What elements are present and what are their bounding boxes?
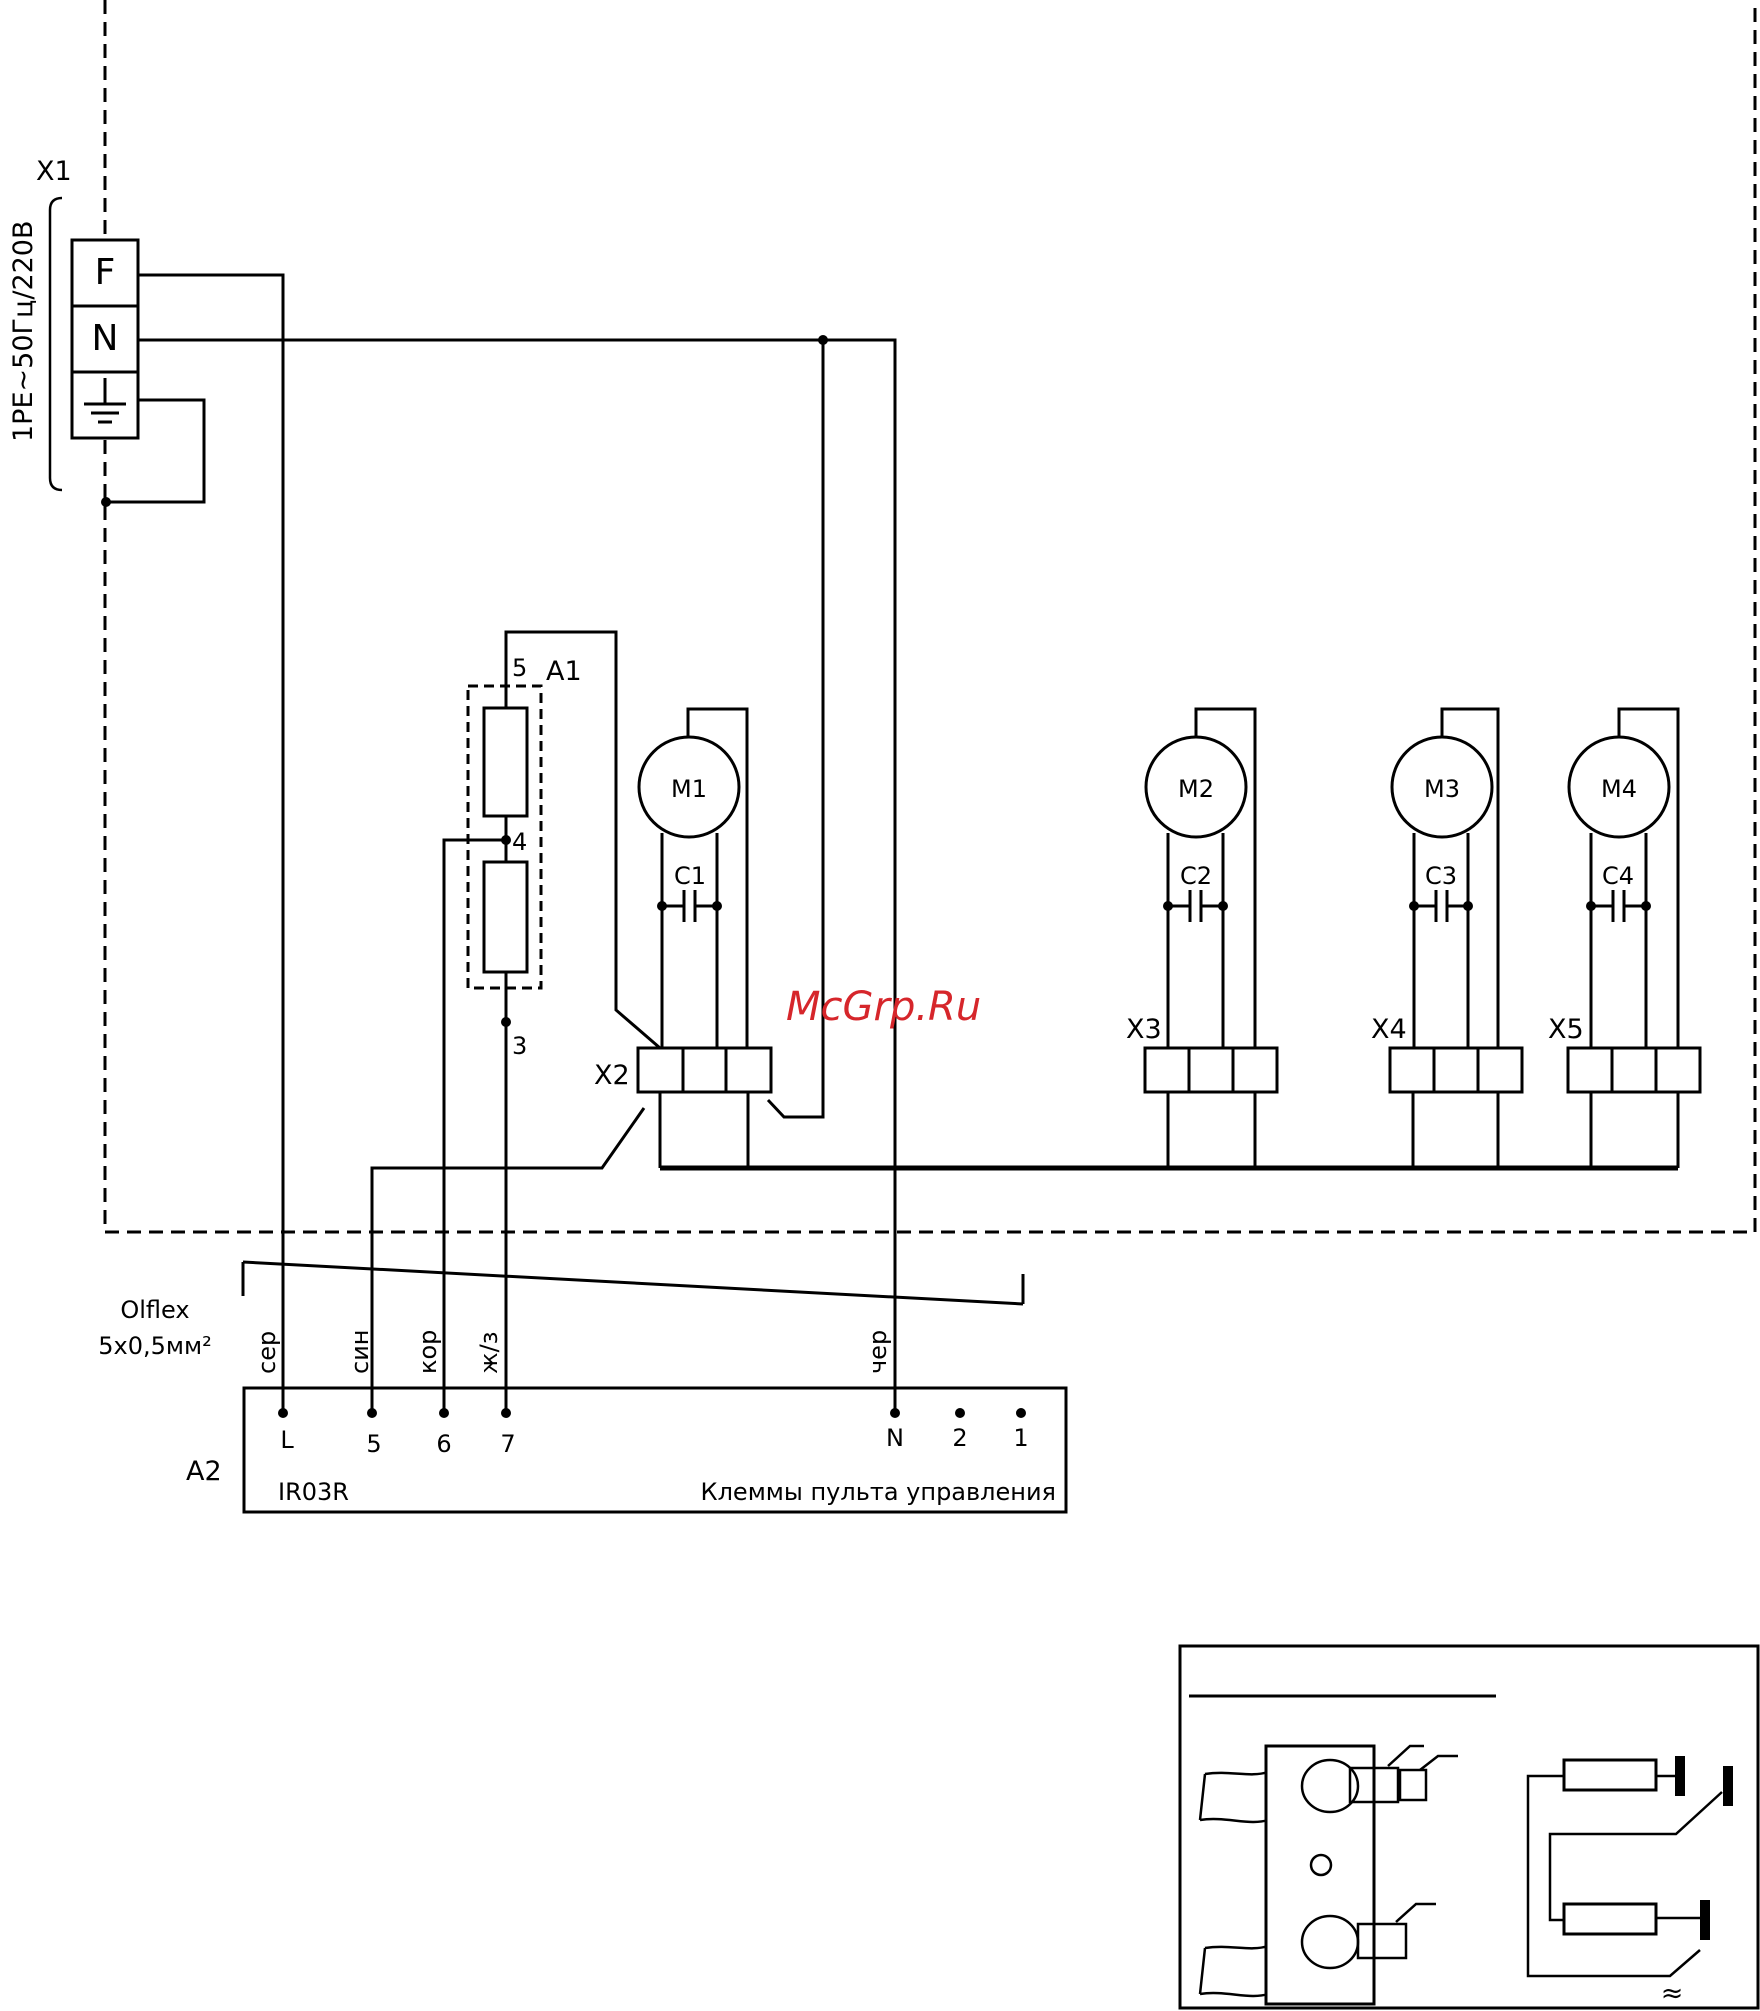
x1-pin-f: F (95, 252, 116, 293)
inset-corner-symbol: ≈ (1661, 1978, 1684, 2009)
wire-phase (138, 275, 283, 1413)
svg-text:X2: X2 (594, 1060, 630, 1091)
cable-type-line2: 5х0,5мм² (98, 1332, 211, 1360)
wire-color-grey: сер (253, 1331, 281, 1374)
control-panel-model: IR03R (278, 1478, 349, 1506)
a1-pin-5: 5 (512, 654, 527, 682)
svg-text:C3: C3 (1425, 862, 1457, 890)
terminal-n: N (886, 1424, 904, 1452)
svg-text:C1: C1 (674, 862, 706, 890)
terminal-1: 1 (1013, 1424, 1028, 1452)
x1-pin-n: N (92, 318, 119, 359)
terminal-7: 7 (500, 1430, 515, 1458)
motor-m4: M4 C4 X5 (1548, 709, 1700, 1168)
svg-text:M3: M3 (1424, 775, 1460, 803)
watermark: McGrp.Ru (786, 984, 981, 1030)
svg-text:C2: C2 (1180, 862, 1212, 890)
x1-brace (50, 198, 62, 490)
terminal-6: 6 (436, 1430, 451, 1458)
connector-detail-inset: ≈ (1180, 1646, 1758, 2009)
svg-text:X5: X5 (1548, 1014, 1584, 1045)
wire-color-brown: кор (414, 1330, 442, 1374)
motor-m1: M1 C1 X2 (594, 709, 771, 1168)
svg-text:M2: M2 (1178, 775, 1214, 803)
x1-label: X1 (36, 156, 72, 187)
cable-type-line1: Olflex (120, 1296, 189, 1324)
terminal-5: 5 (366, 1430, 381, 1458)
a1-pin-3: 3 (512, 1032, 527, 1060)
motor-m2: M2 C2 X3 (1126, 709, 1277, 1168)
svg-text:M1: M1 (671, 775, 707, 803)
svg-text:C4: C4 (1602, 862, 1634, 890)
svg-text:X4: X4 (1371, 1014, 1407, 1045)
a1-label: A1 (546, 656, 582, 687)
a2-label: A2 (186, 1456, 222, 1487)
motor-m3: M3 C3 X4 (1371, 709, 1522, 1168)
cable-bracket (243, 1262, 1023, 1304)
wire-color-black: чер (864, 1330, 892, 1374)
wire-color-yellow-green: ж/з (475, 1332, 503, 1374)
a1-pin-4: 4 (512, 828, 527, 856)
wire-color-blue: син (346, 1330, 374, 1374)
resistor-upper (484, 708, 527, 816)
supply-voltage-label: 1PE~50Гц/220В (8, 221, 39, 443)
svg-text:M4: M4 (1601, 775, 1637, 803)
resistor-lower (484, 862, 527, 972)
terminal-2: 2 (952, 1424, 967, 1452)
terminal-l: L (280, 1426, 294, 1454)
control-panel-title: Клеммы пульта управления (701, 1478, 1056, 1506)
svg-text:X3: X3 (1126, 1014, 1162, 1045)
